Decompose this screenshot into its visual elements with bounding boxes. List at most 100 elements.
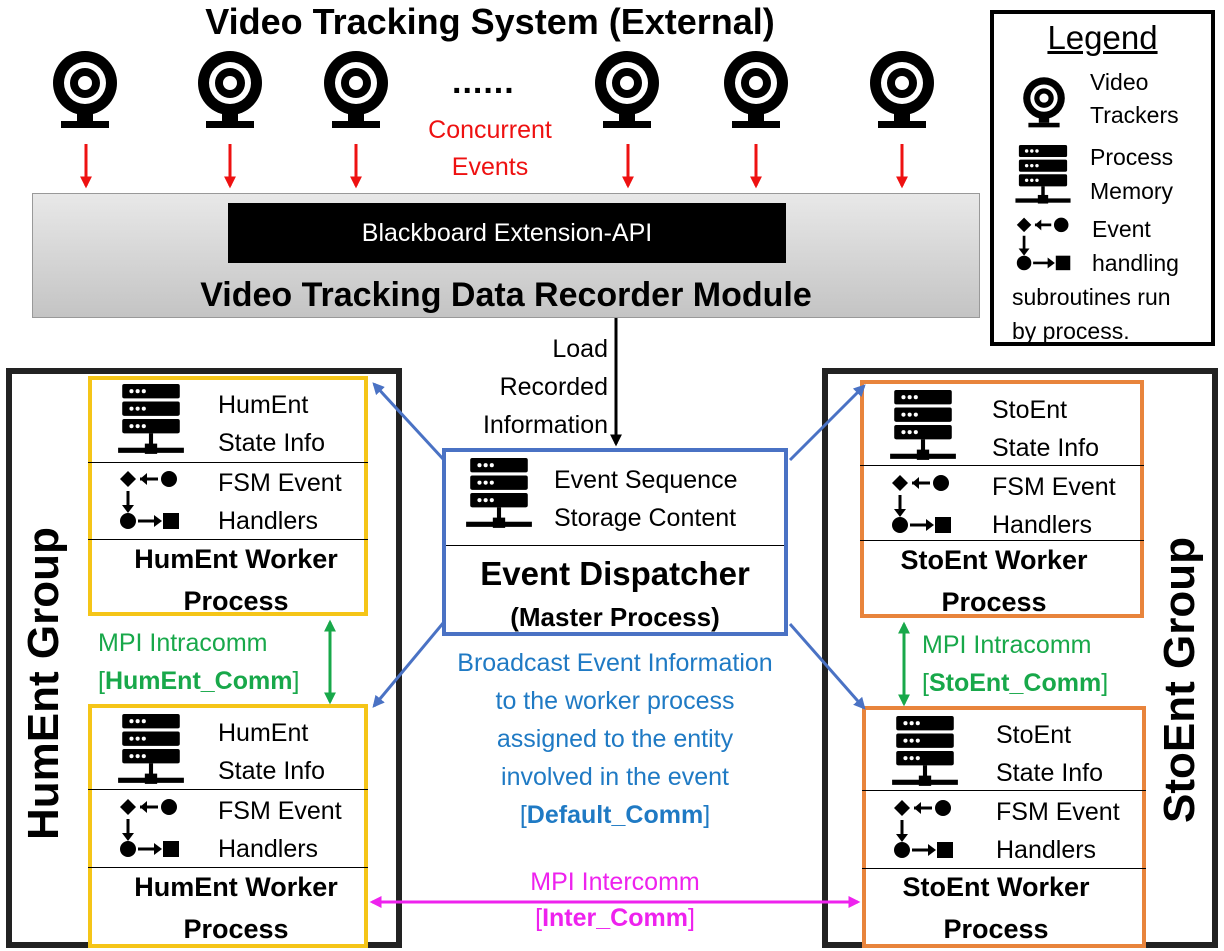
comm-name: Inter_Comm xyxy=(542,904,688,932)
stoworker-1-state: StoEnt State Info xyxy=(992,391,1099,467)
handler-line: Handlers xyxy=(218,835,319,863)
legend-text: Memory xyxy=(1090,178,1174,204)
stoworker-2-title: StoEnt Worker Process xyxy=(846,866,1146,950)
intracomm-comm: [StoEnt_Comm] xyxy=(922,669,1109,697)
stogroup-intracomm: MPI Intracomm [StoEnt_Comm] xyxy=(922,626,1108,702)
humworker-1-title: HumEnt Worker Process xyxy=(88,538,384,622)
comm-name: HumEnt_Comm xyxy=(104,667,293,695)
dispatch-arrow xyxy=(788,623,866,710)
handler-line: Handlers xyxy=(218,507,319,535)
load-label: Load Recorded Information xyxy=(440,330,608,444)
title-line: Process xyxy=(183,586,289,616)
dispatcher-memory: Event Sequence Storage Content xyxy=(554,461,737,537)
memory-line: Event Sequence xyxy=(554,466,738,494)
handler-line: FSM Event xyxy=(996,798,1120,826)
stoworker-2-state: StoEnt State Info xyxy=(996,716,1103,792)
divider xyxy=(860,540,1144,541)
divider xyxy=(88,789,368,790)
state-line: State Info xyxy=(996,759,1104,787)
humworker-2-title: HumEnt Worker Process xyxy=(88,866,384,950)
broadcast-comm: [Default_Comm] xyxy=(519,801,711,829)
load-line: Recorded xyxy=(499,373,608,401)
legend-item-video-trackers: Video Trackers xyxy=(1090,66,1179,132)
legend-text: handling xyxy=(1092,250,1179,276)
title-line: HumEnt Worker xyxy=(134,544,338,574)
broadcast-line: Broadcast Event Information xyxy=(457,649,773,677)
intracomm-label: MPI Intracomm xyxy=(98,629,268,657)
divider xyxy=(860,465,1144,466)
broadcast-line: assigned to the entity xyxy=(496,725,734,753)
stoworker-1-title: StoEnt Worker Process xyxy=(844,539,1144,623)
humworker-2-state: HumEnt State Info xyxy=(218,714,325,790)
broadcast-line: to the worker process xyxy=(495,687,735,715)
intercomm-label: MPI Intercomm [Inter_Comm] xyxy=(470,864,760,936)
page-title: Video Tracking System (External) xyxy=(205,1,775,42)
legend-text: subroutines run xyxy=(1012,284,1171,310)
state-line: HumEnt xyxy=(218,391,309,419)
load-line: Information xyxy=(482,411,608,439)
divider xyxy=(862,868,1146,869)
concurrent-events-line1: Concurrent xyxy=(428,116,552,144)
blackboard-api: Blackboard Extension-API xyxy=(228,203,786,263)
recorder-label: Video Tracking Data Recorder Module xyxy=(200,276,812,314)
humworker-1-state: HumEnt State Info xyxy=(218,386,325,462)
handler-line: FSM Event xyxy=(218,469,342,497)
state-line: StoEnt xyxy=(996,721,1072,749)
comm-name: StoEnt_Comm xyxy=(928,669,1102,697)
intercomm-comm: [Inter_Comm] xyxy=(535,904,695,932)
legend-text: by process. xyxy=(1012,318,1130,344)
handler-line: FSM Event xyxy=(992,473,1116,501)
legend-title: Legend xyxy=(1047,19,1158,56)
title-line: StoEnt Worker xyxy=(902,872,1090,902)
dispatcher-subtitle: (Master Process) xyxy=(510,602,720,632)
state-line: State Info xyxy=(992,434,1100,462)
ellipsis: ...... xyxy=(452,63,515,101)
intracomm-label: MPI Intracomm xyxy=(922,631,1092,659)
title-line: StoEnt Worker xyxy=(900,545,1088,575)
load-line: Load xyxy=(552,335,608,363)
stoworker-2-handlers: FSM Event Handlers xyxy=(996,793,1120,869)
stoworker-1-handlers: FSM Event Handlers xyxy=(992,468,1116,544)
comm-name: Default_Comm xyxy=(526,801,704,829)
divider xyxy=(88,867,368,868)
broadcast-label: Broadcast Event Information to the worke… xyxy=(420,644,810,834)
title-line: HumEnt Worker xyxy=(134,872,338,902)
dispatch-arrow xyxy=(788,384,866,462)
legend-text: Process xyxy=(1090,144,1174,170)
legend-text: Event xyxy=(1092,216,1151,242)
divider xyxy=(88,539,368,540)
concurrent-events-line2: Events xyxy=(451,153,529,181)
legend-item-event-handling: Event handling xyxy=(1092,212,1179,280)
title-line: Process xyxy=(943,914,1049,944)
legend-text: Trackers xyxy=(1090,102,1179,128)
legend-text: Video xyxy=(1090,69,1149,95)
handler-line: FSM Event xyxy=(218,797,342,825)
state-line: HumEnt xyxy=(218,719,309,747)
legend-item-process-memory: Process Memory xyxy=(1090,140,1173,208)
concurrent-events-label: Concurrent Events xyxy=(400,112,580,186)
humworker-1-handlers: FSM Event Handlers xyxy=(218,464,342,540)
dispatch-arrow xyxy=(372,382,446,462)
dispatcher-title: Event Dispatcher xyxy=(480,555,750,592)
title-line: Process xyxy=(183,914,289,944)
state-line: State Info xyxy=(218,429,326,457)
legend xyxy=(990,10,1215,346)
state-line: State Info xyxy=(218,757,326,785)
intercomm-text: MPI Intercomm xyxy=(530,868,700,896)
dispatch-arrow xyxy=(372,621,446,708)
memory-line: Storage Content xyxy=(554,504,737,532)
humworker-2 xyxy=(88,704,368,948)
humgroup-intracomm: MPI Intracomm [HumEnt_Comm] xyxy=(98,624,299,700)
state-line: StoEnt xyxy=(992,396,1068,424)
legend-footer: subroutines run by process. xyxy=(1012,280,1171,348)
handler-line: Handlers xyxy=(992,511,1093,539)
divider xyxy=(88,462,368,463)
humworker-1 xyxy=(88,376,368,616)
handler-line: Handlers xyxy=(996,836,1097,864)
intracomm-comm: [HumEnt_Comm] xyxy=(98,667,300,695)
divider xyxy=(862,790,1146,791)
broadcast-line: involved in the event xyxy=(501,763,729,791)
title-line: Process xyxy=(941,587,1047,617)
humworker-2-handlers: FSM Event Handlers xyxy=(218,792,342,868)
